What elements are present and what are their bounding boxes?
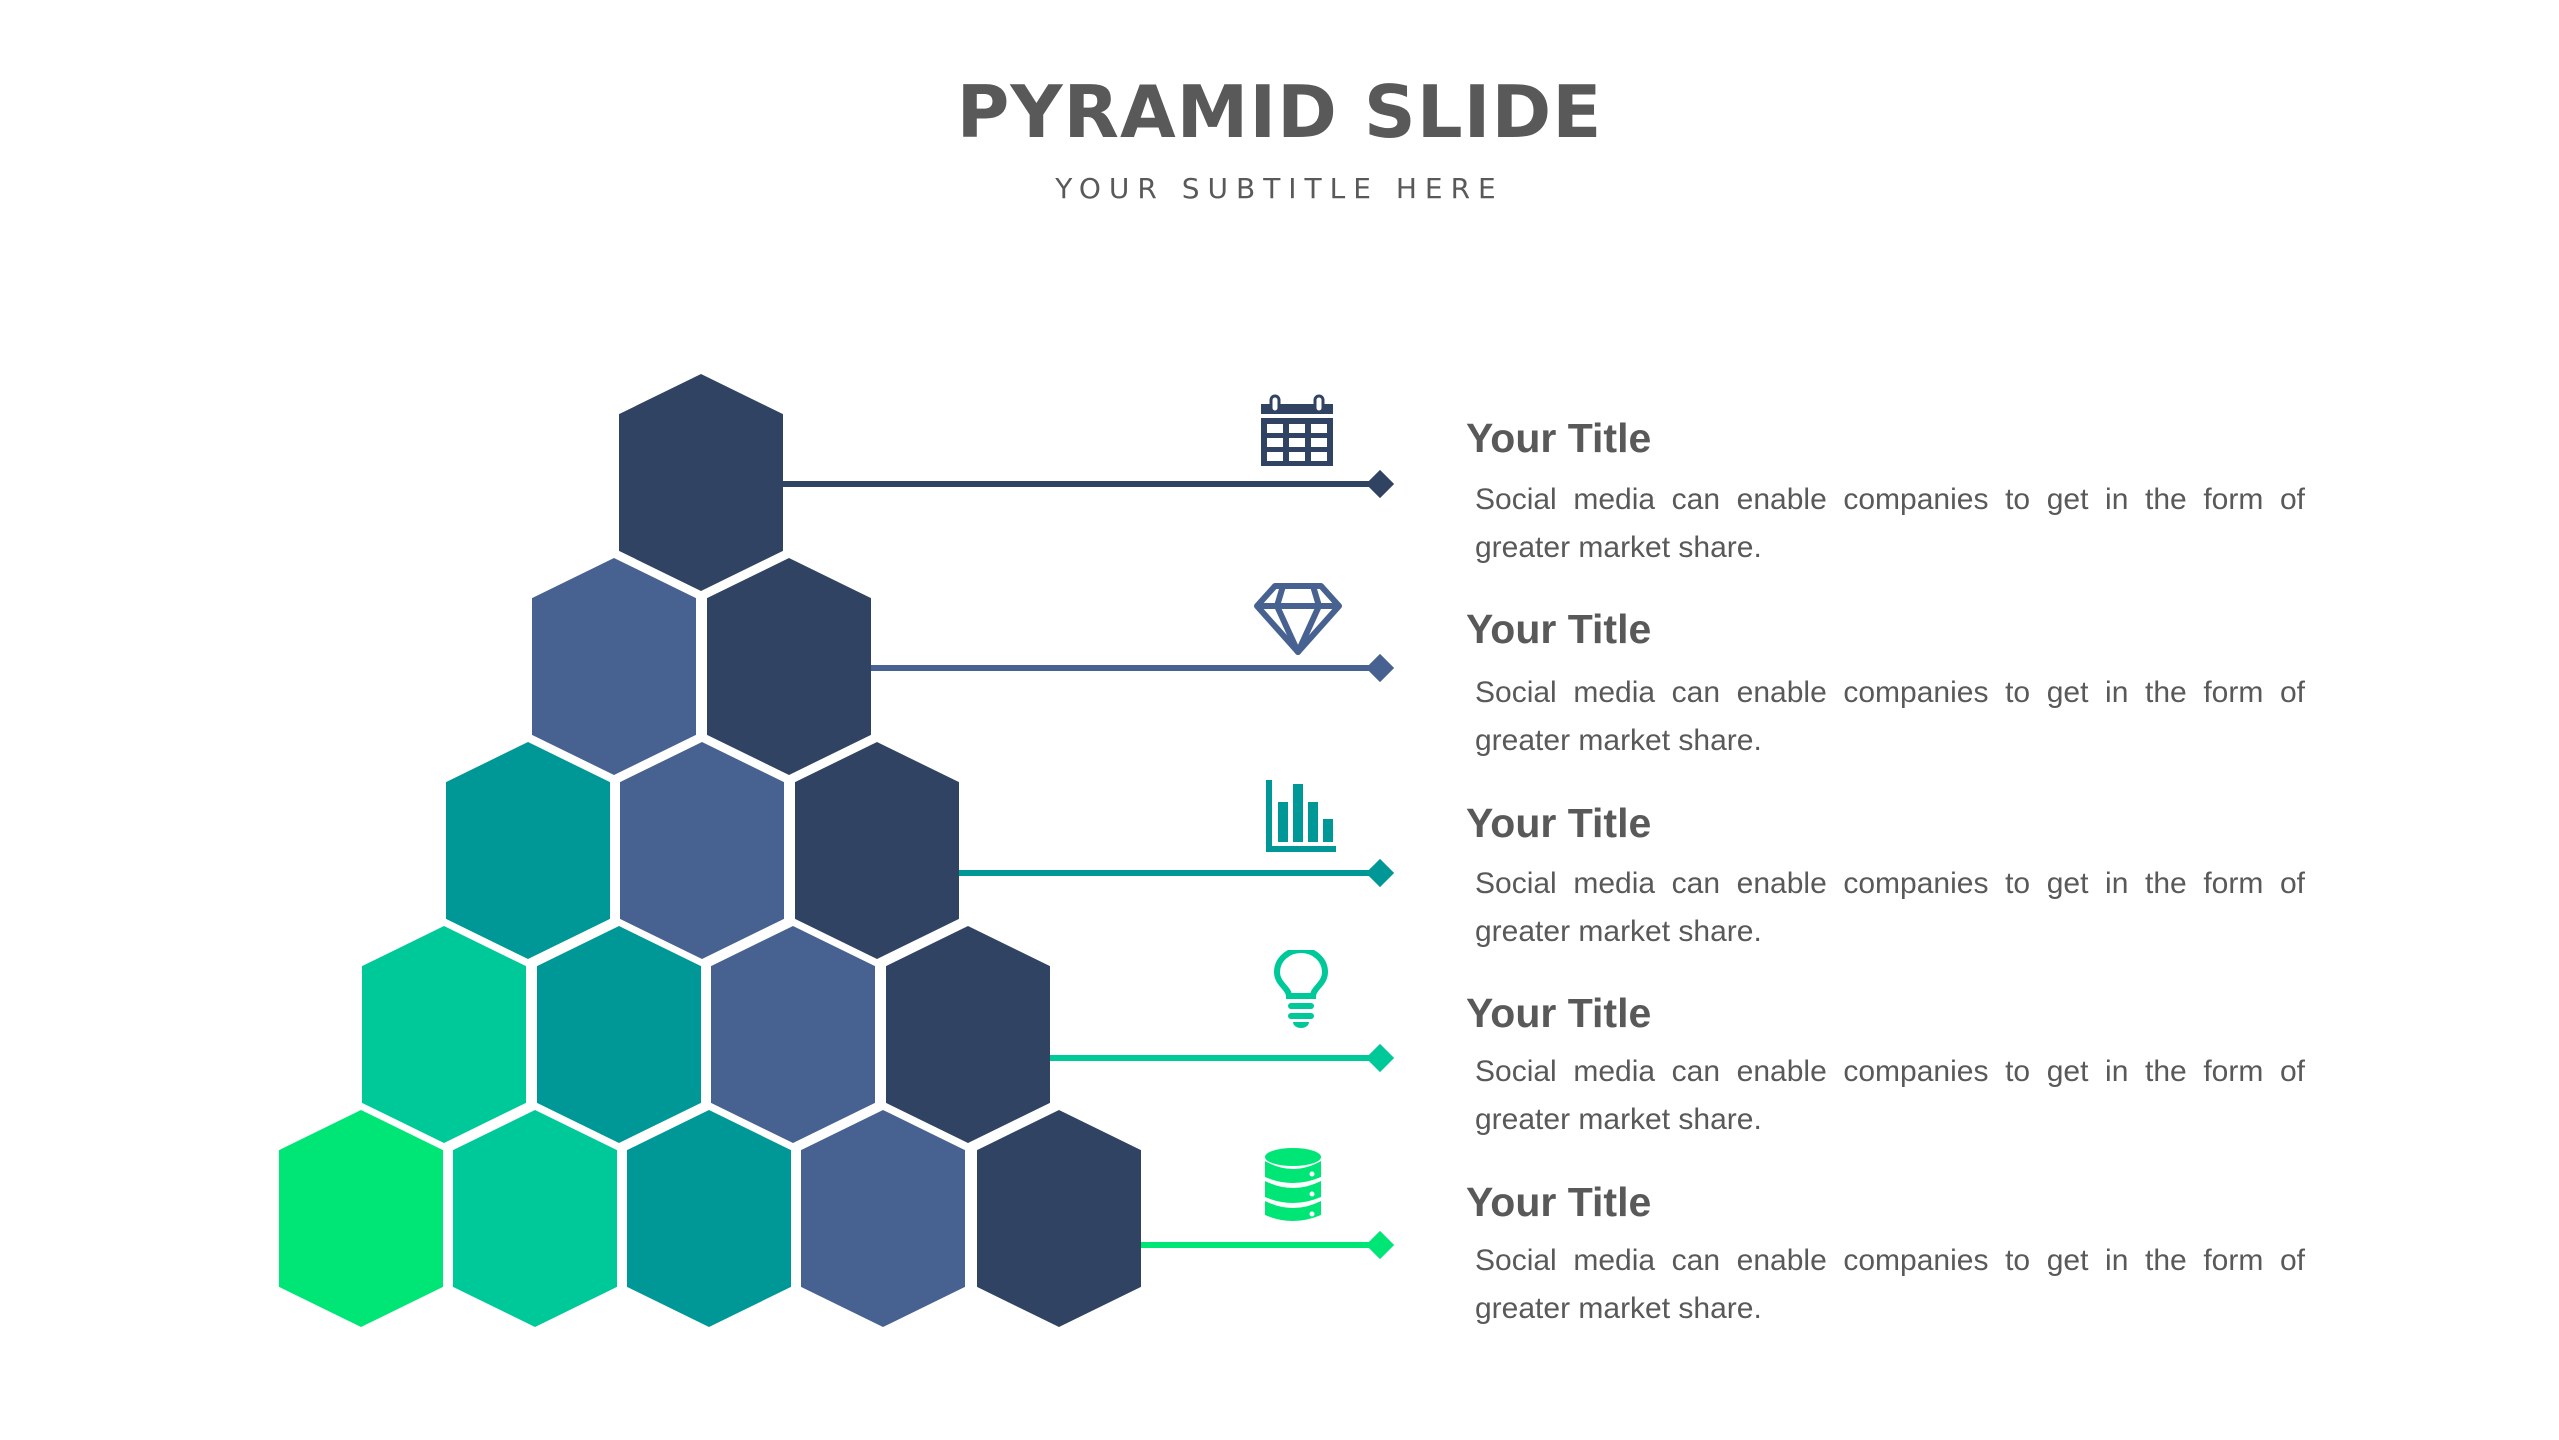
database-icon — [1265, 1148, 1321, 1221]
connector-line-1 — [783, 481, 1380, 487]
hexagon-r5-c3 — [627, 1110, 791, 1327]
lightbulb-icon — [1273, 950, 1329, 1028]
item-title: Your Title — [1466, 415, 1652, 461]
hexagon-r4-c2 — [537, 926, 701, 1143]
bar-chart-icon — [1266, 780, 1336, 852]
hexagon-r4-c1 — [362, 926, 526, 1143]
connector-diamond-1 — [1365, 469, 1395, 499]
connector-diamond-3 — [1365, 858, 1395, 888]
item-body: Social media can enable companies to get… — [1475, 483, 2305, 564]
connector-line-5 — [1141, 1242, 1380, 1248]
item-body: Social media can enable companies to get… — [1475, 1244, 2305, 1325]
hexagon-r5-c1 — [279, 1110, 443, 1327]
hexagon-r5-c4 — [801, 1110, 965, 1327]
hexagon-r3-c3 — [795, 742, 959, 959]
hexagon-r3-c2 — [620, 742, 784, 959]
connector-line-4 — [1050, 1055, 1380, 1061]
slide-subtitle: YOUR SUBTITLE HERE — [1055, 172, 1504, 205]
hexagon-r2-c1 — [532, 558, 696, 775]
hexagon-r5-c2 — [453, 1110, 617, 1327]
hexagon-r1-c1 — [619, 374, 783, 591]
hexagon-r4-c3 — [711, 926, 875, 1143]
item-body: Social media can enable companies to get… — [1475, 1055, 2305, 1136]
slide-title: PYRAMID SLIDE — [956, 70, 1603, 154]
hexagon-r5-c5 — [977, 1110, 1141, 1327]
item-title: Your Title — [1466, 1179, 1652, 1225]
item-body: Social media can enable companies to get… — [1475, 676, 2305, 757]
item-title: Your Title — [1466, 606, 1652, 652]
item-title: Your Title — [1466, 800, 1652, 846]
hexagon-r3-c1 — [446, 742, 610, 959]
item-title: Your Title — [1466, 990, 1652, 1036]
calendar-icon — [1261, 394, 1333, 466]
item-body: Social media can enable companies to get… — [1475, 867, 2305, 948]
hexagon-r4-c4 — [886, 926, 1050, 1143]
hexagon-r2-c2 — [707, 558, 871, 775]
diamond-gem-icon — [1254, 583, 1342, 655]
connector-diamond-5 — [1365, 1230, 1395, 1260]
connector-line-2 — [871, 665, 1380, 671]
connector-diamond-2 — [1365, 653, 1395, 683]
connector-line-3 — [959, 870, 1380, 876]
connector-diamond-4 — [1365, 1043, 1395, 1073]
